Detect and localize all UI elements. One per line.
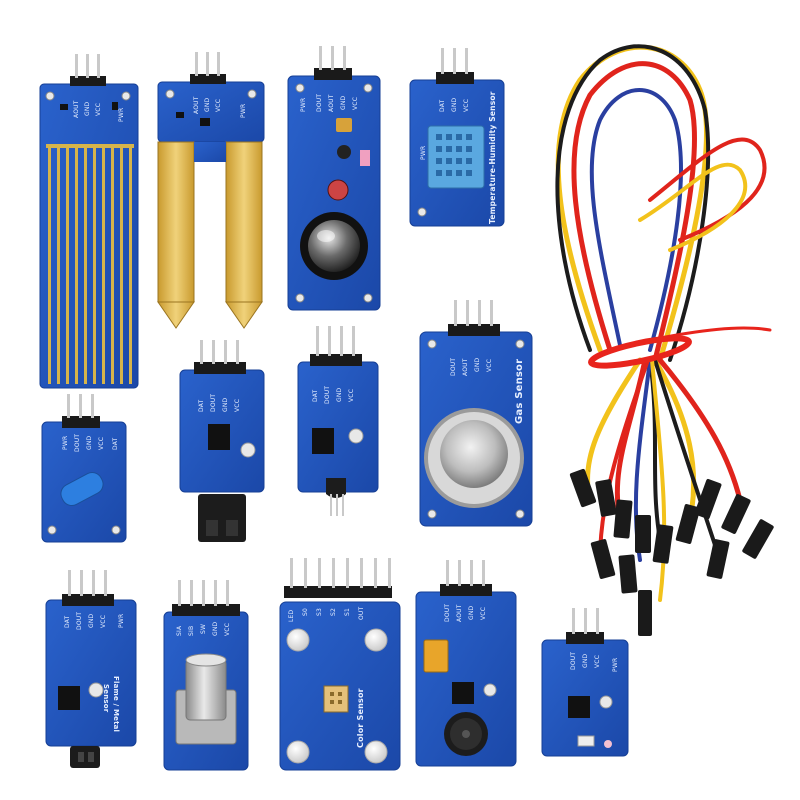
dht-pin-gnd: GND	[451, 97, 458, 112]
ir-receiver-module	[179, 340, 265, 542]
sound-pin-dout: DOUT	[444, 603, 451, 622]
enc-pin-vcc: VCC	[224, 622, 231, 636]
water-pin-aout: AOUT	[73, 100, 80, 118]
color-sensor-label: Color Sensor	[356, 688, 365, 748]
ir-pin-gnd: GND	[222, 397, 229, 412]
flame-pin-dat: DAT	[64, 615, 71, 628]
soil-pin-aout: AOUT	[193, 96, 200, 114]
color-pin-s0: S0	[302, 607, 309, 616]
temperature-humidity-module	[409, 48, 505, 227]
water-pin-gnd: GND	[84, 101, 91, 116]
soil-pin-vcc: VCC	[215, 98, 222, 112]
color-pin-led: LED	[288, 609, 295, 622]
ir-pin-vcc: VCC	[234, 398, 241, 412]
small-sensor-module	[541, 608, 629, 757]
flame-pin-gnd: GND	[88, 613, 95, 628]
flame-pin-pwr: PWR	[118, 613, 125, 628]
water-header	[70, 54, 106, 86]
temp-pin-gnd: GND	[336, 387, 343, 402]
light-pin-dout: DOUT	[316, 93, 323, 112]
gas-sensor-label: Gas Sensor	[514, 358, 525, 424]
tilt-pin-pwr: PWR	[62, 435, 69, 450]
gas-pin-vcc: VCC	[486, 358, 493, 372]
flame-metal-label-2: Sensor	[102, 684, 110, 713]
enc-pin-gnd: GND	[212, 621, 219, 636]
color-sensor-module	[279, 558, 401, 771]
tilt-switch-module	[41, 394, 127, 543]
dht-pin-vcc: VCC	[463, 98, 470, 112]
color-pin-out: OUT	[358, 606, 365, 620]
water-sensor-traces	[46, 144, 134, 384]
ir-pin-dat: DAT	[198, 399, 205, 412]
water-pin-vcc: VCC	[95, 102, 102, 116]
temp-pin-dout: DOUT	[324, 385, 331, 404]
light-pin-aout: AOUT	[328, 94, 335, 112]
dht-pin-dat: DAT	[439, 99, 446, 112]
water-pin-pwr: PWR	[118, 107, 125, 122]
enc-pin-sia: SIA	[176, 625, 183, 636]
humidity-sensor-label: Temperature-Humidity Sensor	[488, 91, 497, 224]
flame-pin-dout: DOUT	[76, 611, 83, 630]
small-pin-gnd: GND	[582, 653, 589, 668]
rotary-encoder-module	[163, 580, 249, 771]
enc-pin-sw: SW	[200, 623, 207, 634]
temp-pin-vcc: VCC	[348, 388, 355, 402]
small-pin-vcc: VCC	[594, 654, 601, 668]
color-pin-s1: S1	[344, 607, 351, 616]
dht-grille	[436, 134, 472, 176]
flame-metal-label: Flame / Metal	[112, 676, 120, 733]
gas-sensor-module	[419, 300, 533, 527]
enc-pin-sib: SIB	[188, 625, 195, 636]
temp-pin-dat: DAT	[312, 389, 319, 402]
soil-pin-pwr: PWR	[240, 103, 247, 118]
sound-pin-vcc: VCC	[480, 606, 487, 620]
color-pin-s2: S2	[330, 607, 337, 616]
small-pin-dout: DOUT	[570, 651, 577, 670]
soil-pin-gnd: GND	[204, 97, 211, 112]
flame-pin-vcc: VCC	[100, 614, 107, 628]
gas-pin-aout: AOUT	[462, 358, 469, 376]
water-level-sensor	[39, 54, 139, 389]
sound-sensor-module	[415, 560, 517, 767]
tilt-pin-vcc: VCC	[98, 436, 105, 450]
ir-pin-dout: DOUT	[210, 393, 217, 412]
light-pin-gnd: GND	[340, 95, 347, 110]
dupont-connectors	[569, 468, 774, 636]
flame-metal-sensor	[45, 570, 137, 768]
tilt-pin-dout: DOUT	[74, 433, 81, 452]
sound-pin-aout: AOUT	[456, 604, 463, 622]
sound-pin-gnd: GND	[468, 605, 475, 620]
tilt-pin-gnd: GND	[86, 435, 93, 450]
light-pin-vcc: VCC	[352, 96, 359, 110]
soil-moisture-sensor	[157, 52, 265, 329]
gas-pin-dout: DOUT	[450, 357, 457, 376]
tilt-pin-dat: DAT	[112, 437, 119, 450]
temperature-module	[297, 326, 379, 516]
light-pin-pwr: PWR	[300, 97, 307, 112]
dht-pin-pwr: PWR	[420, 145, 427, 160]
gas-pin-gnd: GND	[474, 357, 481, 372]
color-pin-s3: S3	[316, 607, 323, 616]
small-pin-pwr: PWR	[612, 657, 619, 672]
light-sensor-module	[287, 46, 381, 311]
